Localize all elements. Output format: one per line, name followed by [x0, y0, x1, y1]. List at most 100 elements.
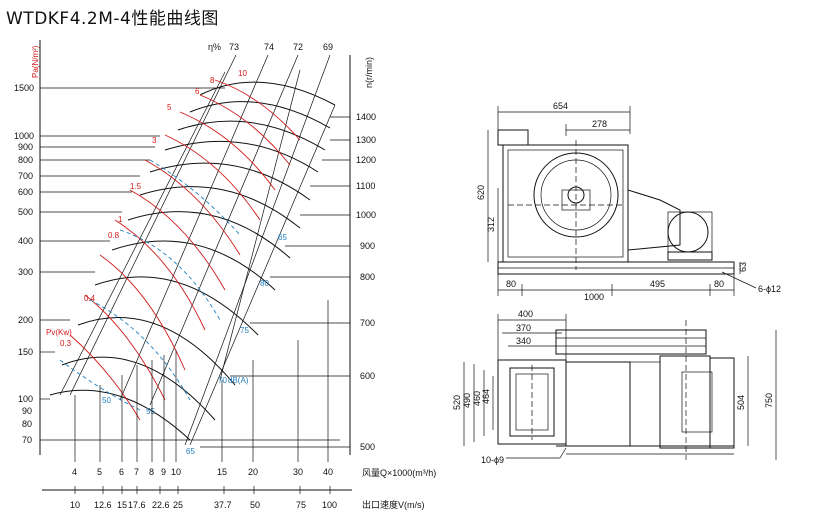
rpm-tick: 900 [360, 241, 375, 251]
y-tick: 80 [22, 419, 32, 429]
noise-label: 75 [240, 326, 249, 335]
power-label: 0.3 [60, 339, 72, 348]
airflow-gridlines [74, 300, 329, 462]
dim-width-total: 654 [553, 101, 568, 111]
noise-label: 50 [102, 396, 111, 405]
y-tick: 150 [18, 347, 33, 357]
velocity-ticks: 10 12.6 15 17.6 22.6 25 37.7 50 75 100 [70, 500, 337, 510]
rpm-ticks: 1400 1300 1200 1100 1000 900 800 700 600… [356, 112, 376, 452]
power-axis-label: Pv(Kw) [46, 328, 72, 337]
y-ticks: 1500 1000 900 800 700 600 500 400 300 20… [14, 83, 34, 445]
power-labels: 10 8 6 5 3 1.5 1 0.8 0.4 0.3 Pv(Kw) [46, 69, 247, 348]
dim-height-inner: 312 [486, 217, 496, 232]
noise-label: 65 [278, 233, 287, 242]
x-tick: 4 [72, 467, 77, 477]
rpm-tick: 800 [360, 272, 375, 282]
noise-label: 80 [260, 279, 269, 288]
eta-label: η% [208, 42, 221, 52]
y-tick: 300 [18, 267, 33, 277]
rpm-tick: 1400 [356, 112, 376, 122]
y-tick: 700 [18, 171, 33, 181]
dim-h3: 460 [472, 391, 482, 406]
rpm-tick: 1200 [356, 155, 376, 165]
rpm-tick: 1300 [356, 135, 376, 145]
dim-base-mid: 495 [650, 279, 665, 289]
x-axis-label: 风量Q×1000(m³/h) [362, 468, 436, 478]
v-tick: 75 [296, 500, 306, 510]
y-tick: 600 [18, 187, 33, 197]
dim-holes-top: 6-ϕ12 [758, 284, 781, 294]
noise-labels: 50 55 65 80 75 70 65 dB(A) [102, 233, 287, 456]
power-label: 0.8 [108, 231, 120, 240]
dim-base-total: 1000 [584, 292, 604, 302]
v-tick: 15 [117, 500, 127, 510]
noise-curves [59, 159, 241, 411]
x-tick: 8 [149, 467, 154, 477]
dim-width-right: 278 [592, 119, 607, 129]
rpm-grid-lines [40, 87, 350, 448]
x-tick: 5 [97, 467, 102, 477]
power-label: 3 [152, 136, 157, 145]
dim-h1: 520 [452, 395, 462, 410]
y-tick: 100 [18, 394, 33, 404]
x-tick: 40 [323, 467, 333, 477]
rpm-tick: 700 [360, 318, 375, 328]
y-tick: 900 [18, 142, 33, 152]
y-tick: 1500 [14, 83, 34, 93]
y-tick: 800 [18, 155, 33, 165]
y-axis-unit: Pa(N/m²) [31, 45, 40, 78]
dim-h4: 464 [481, 389, 491, 404]
v-tick: 100 [322, 500, 337, 510]
power-label: 6 [195, 87, 200, 96]
x-tick: 9 [161, 467, 166, 477]
dim-base-height: 63 [738, 262, 748, 272]
y-tick: 500 [18, 207, 33, 217]
dim-w1: 400 [518, 309, 533, 319]
v-tick: 22.6 [152, 500, 170, 510]
rpm-tick: 1100 [356, 181, 375, 191]
dim-w2: 370 [516, 323, 531, 333]
x-ticks: 4 5 6 7 8 9 10 15 20 30 40 [72, 467, 333, 477]
y-tick: 1000 [14, 131, 34, 141]
power-curves [69, 79, 301, 421]
dim-h2: 490 [462, 393, 472, 408]
y-tick: 70 [22, 435, 32, 445]
v-tick: 17.6 [128, 500, 146, 510]
velocity-ticks-marks [74, 486, 331, 494]
eta-value: 72 [293, 42, 303, 52]
dim-w3: 340 [516, 336, 531, 346]
page-title: WTDKF4.2M-4性能曲线图 [6, 9, 219, 29]
power-label: 0.4 [84, 294, 96, 303]
eta-value: 74 [264, 42, 274, 52]
rpm-tick: 600 [360, 371, 375, 381]
v-tick: 50 [250, 500, 260, 510]
y-tick: 90 [22, 406, 32, 416]
dim-base-right: 80 [714, 279, 724, 289]
eta-value: 69 [323, 42, 333, 52]
v-tick: 37.7 [214, 500, 232, 510]
rpm-tick: 1000 [356, 210, 376, 220]
eta-value: 73 [229, 42, 239, 52]
v-tick: 25 [173, 500, 183, 510]
plan-drawing: 400 370 340 520 490 460 464 [452, 309, 777, 465]
rpm-tick: 500 [360, 442, 375, 452]
y-tick: 400 [18, 236, 33, 246]
noise-unit: dB(A) [228, 376, 249, 385]
x-tick: 10 [171, 467, 181, 477]
y-tick: 200 [18, 315, 33, 325]
noise-label: 55 [146, 407, 155, 416]
velocity-axis-label: 出口速度V(m/s) [362, 499, 425, 510]
power-label: 10 [238, 69, 247, 78]
dim-height-total: 620 [476, 185, 486, 200]
efficiency-lines [69, 54, 331, 446]
power-label: 1.5 [130, 182, 142, 191]
power-label: 8 [210, 76, 215, 85]
v-tick: 12.6 [94, 500, 112, 510]
elevation-drawing: 654 278 620 312 63 [476, 101, 781, 302]
dim-right-h1: 504 [736, 395, 746, 410]
x-tick: 15 [217, 467, 227, 477]
x-tick: 6 [119, 467, 124, 477]
x-tick: 30 [293, 467, 303, 477]
boundary-lines [59, 69, 336, 446]
